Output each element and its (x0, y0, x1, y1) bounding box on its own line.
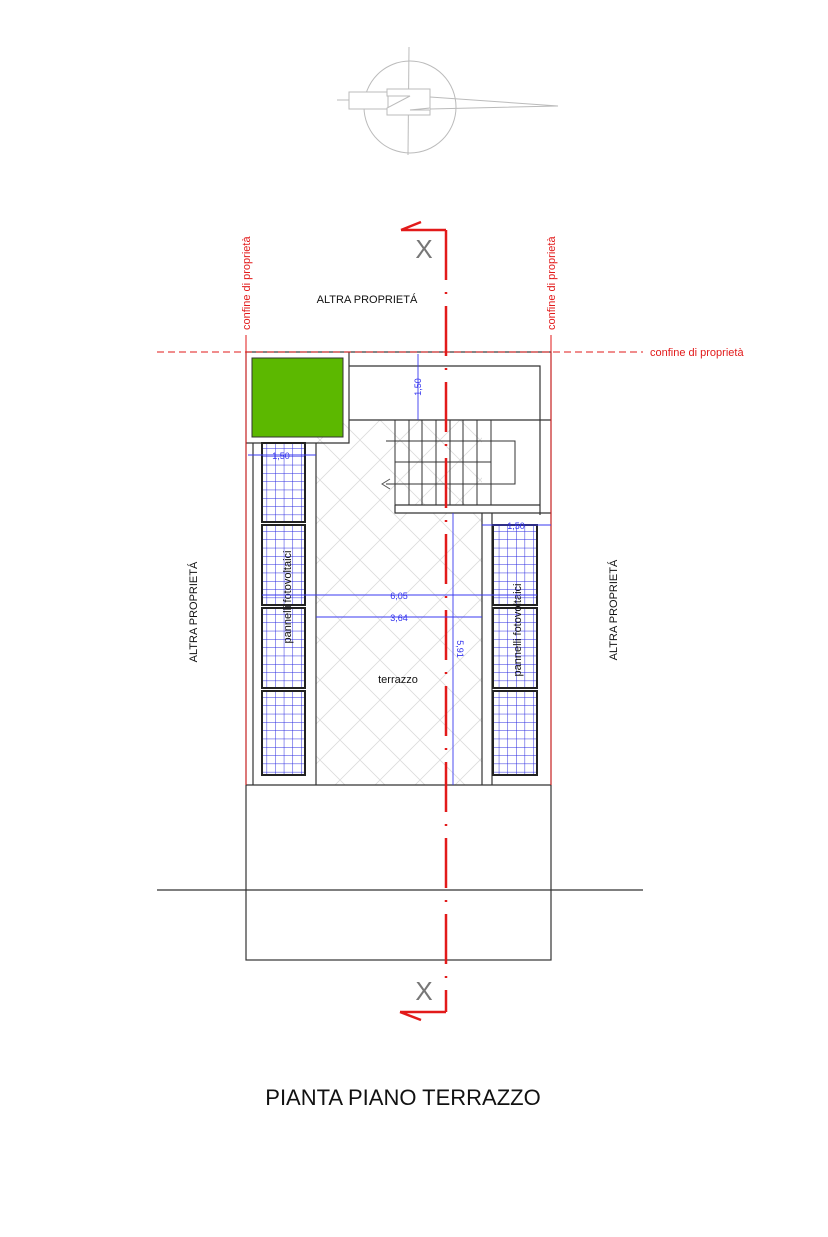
dim-overall-width: 6,05 (390, 591, 408, 601)
dim-landing-depth: 1,50 (413, 378, 423, 396)
dim-right-panels-width: 1,50 (507, 521, 525, 531)
dim-left-panels-width: 1,50 (272, 451, 290, 461)
boundary-label-right: confine di proprietà (650, 347, 744, 359)
staircase (381, 420, 516, 505)
neighbor-label-top: ALTRA PROPRIETÁ (317, 293, 418, 306)
panels-label-left: pannelli fotovoltaici (282, 551, 294, 644)
north-arrow-icon (337, 46, 559, 156)
section-line (399, 220, 448, 1022)
dim-terrace-width: 3,64 (390, 613, 408, 623)
dim-terrace-length: 5,91 (455, 640, 465, 658)
building-outline (157, 351, 643, 961)
boundary-label-top-right: confine di proprietà (546, 236, 558, 330)
boundary-label-top-left: confine di proprietà (241, 236, 253, 330)
section-marker-top: X (415, 234, 432, 264)
dimension-lines (248, 354, 551, 785)
neighbor-label-right: ALTRA PROPRIETÁ (607, 559, 620, 660)
solar-panels-left: pannelli fotovoltaici (261, 442, 306, 776)
solar-panels-right: pannelli fotovoltaici (492, 524, 538, 776)
room-label-terrazzo: terrazzo (378, 674, 418, 686)
property-boundary (157, 335, 643, 785)
green-area (251, 357, 344, 438)
stair-direction-arrow-icon (381, 478, 391, 490)
neighbor-label-left: ALTRA PROPRIETÁ (187, 561, 200, 662)
section-marker-bottom: X (415, 976, 432, 1006)
terrace-floor-hatch (316, 420, 482, 785)
drawing-title: PIANTA PIANO TERRAZZO (265, 1085, 540, 1110)
panels-label-right: pannelli fotovoltaici (512, 584, 524, 677)
